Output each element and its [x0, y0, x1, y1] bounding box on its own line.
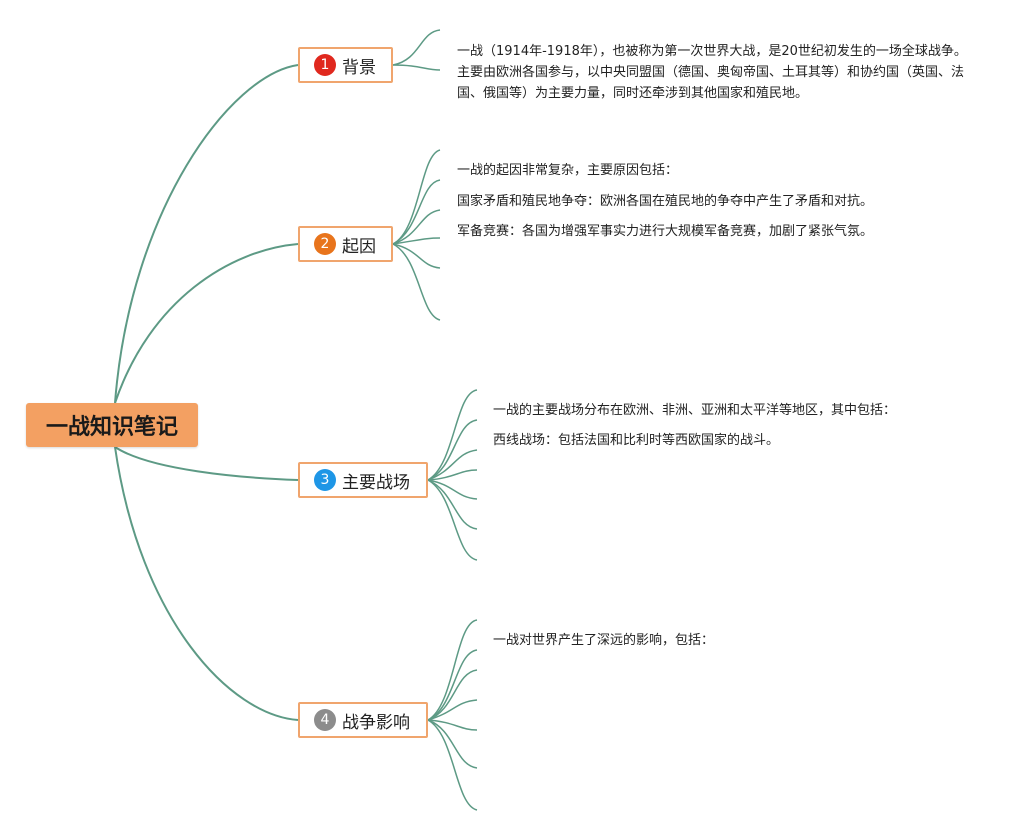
branch-3-1	[427, 389, 478, 481]
note-causes-colonial-rivalry: 国家矛盾和殖民地争夺：欧洲各国在殖民地的争夺中产生了矛盾和对抗。	[457, 194, 874, 209]
number-1-icon: 1	[314, 54, 336, 76]
topic-causes[interactable]: 2 起因	[298, 226, 393, 262]
connector-root-topic-1	[114, 64, 299, 404]
note-impact-intro: 一战对世界产生了深远的影响，包括：	[493, 633, 715, 648]
branch-3-2	[427, 419, 478, 481]
connector-root-topic-2	[114, 243, 299, 404]
branch-3-7	[427, 479, 478, 561]
branch-2-3	[392, 209, 441, 245]
topic-2-branches	[392, 149, 441, 321]
topic-war-impact[interactable]: 4 战争影响	[298, 702, 428, 738]
number-3-icon: 3	[314, 469, 336, 491]
topic-4-branches	[427, 619, 478, 811]
note-fronts-western-front: 西线战场：包括法国和比利时等西欧国家的战斗。	[493, 433, 780, 448]
topic-label: 背景	[342, 57, 376, 78]
topic-label: 主要战场	[342, 472, 410, 493]
number-4-icon: 4	[314, 709, 336, 731]
root-node[interactable]: 一战知识笔记	[26, 403, 198, 447]
branch-3-5	[427, 479, 478, 500]
branch-4-5	[427, 719, 478, 731]
branch-1-1	[392, 29, 441, 66]
topic-main-fronts[interactable]: 3 主要战场	[298, 462, 428, 498]
branch-3-4	[427, 469, 478, 481]
topic-background[interactable]: 1 背景	[298, 47, 393, 83]
branch-3-6	[427, 479, 478, 530]
branch-3-3	[427, 449, 478, 481]
branch-2-2	[392, 179, 441, 245]
connector-root-topic-3	[114, 446, 299, 481]
branch-2-4	[392, 237, 441, 245]
note-fronts-intro: 一战的主要战场分布在欧洲、非洲、亚洲和太平洋等地区，其中包括：	[493, 403, 897, 418]
branch-4-6	[427, 719, 478, 769]
connector-root-topic-4	[114, 446, 299, 721]
topic-1-branches	[392, 29, 441, 71]
branch-4-1	[427, 619, 478, 721]
branch-1-2	[392, 64, 441, 71]
topic-label: 起因	[342, 236, 376, 257]
branch-4-7	[427, 719, 478, 811]
number-2-icon: 2	[314, 233, 336, 255]
root-title: 一战知识笔记	[45, 415, 178, 440]
root-connectors	[114, 64, 299, 721]
branch-2-1	[392, 149, 441, 245]
note-causes-arms-race: 军备竞赛：各国为增强军事实力进行大规模军备竞赛，加剧了紧张气氛。	[457, 224, 874, 239]
branch-2-6	[392, 243, 441, 321]
branch-2-5	[392, 243, 441, 269]
branch-4-2	[427, 649, 478, 721]
topic-3-branches	[427, 389, 478, 561]
topic-label: 战争影响	[342, 712, 410, 733]
branch-4-3	[427, 669, 478, 721]
note-causes-intro: 一战的起因非常复杂，主要原因包括：	[457, 163, 679, 178]
note-background-overview: 一战（1914年-1918年），也被称为第一次世界大战，是20世纪初发生的一场全…	[457, 44, 967, 101]
branch-4-4	[427, 699, 478, 721]
